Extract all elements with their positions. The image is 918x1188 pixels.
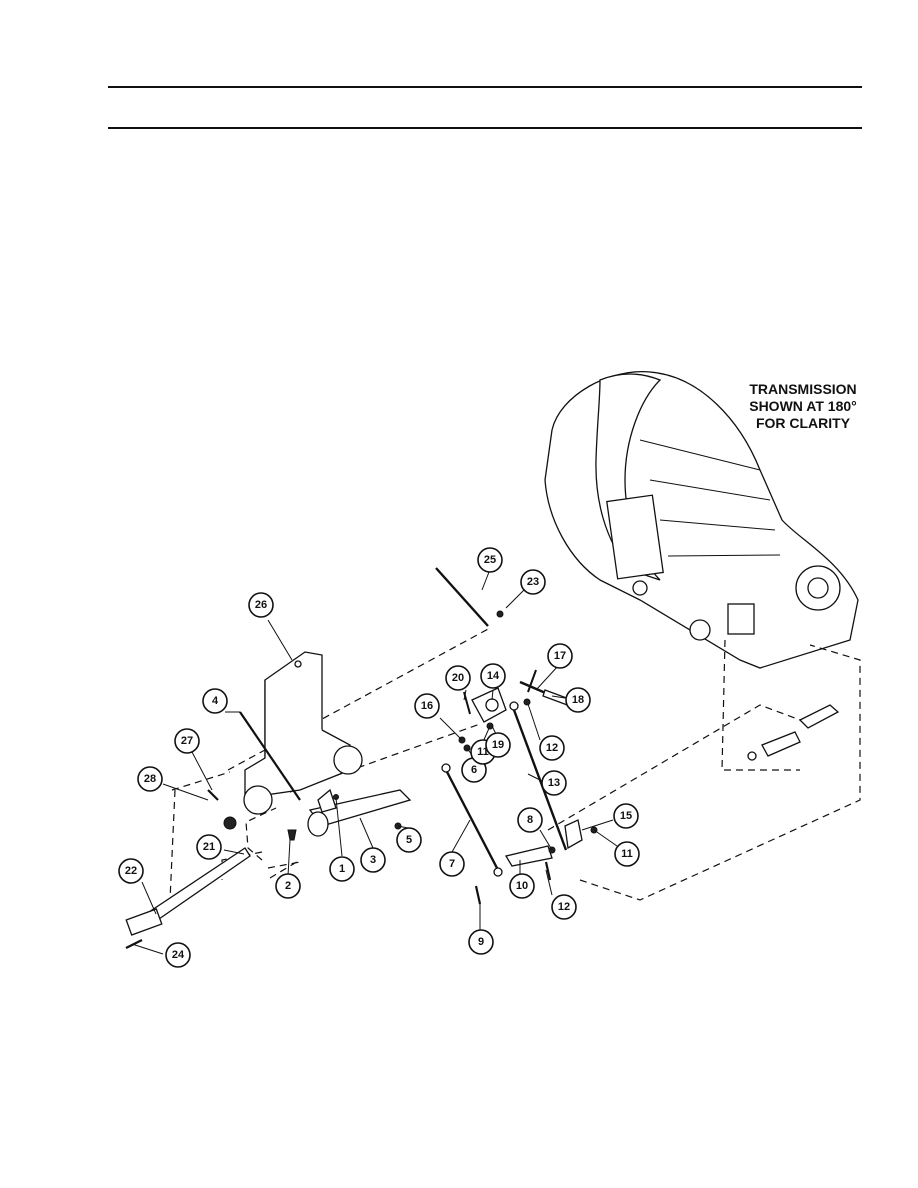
svg-text:23: 23 bbox=[527, 576, 539, 588]
transmission-housing bbox=[544, 370, 859, 669]
callout-26: 26 bbox=[248, 592, 274, 618]
callout-1: 1 bbox=[329, 856, 355, 882]
svg-text:12: 12 bbox=[546, 742, 558, 754]
transmission-note: TRANSMISSION SHOWN AT 180° FOR CLARITY bbox=[736, 381, 870, 432]
svg-text:1: 1 bbox=[339, 863, 345, 875]
svg-text:16: 16 bbox=[421, 700, 433, 712]
callout-7: 7 bbox=[439, 851, 465, 877]
linkage-parts bbox=[125, 567, 840, 949]
callout-16: 16 bbox=[414, 693, 440, 719]
callout-24: 24 bbox=[165, 942, 191, 968]
svg-text:14: 14 bbox=[487, 670, 500, 682]
callout-4: 4 bbox=[202, 688, 228, 714]
callout-10: 10 bbox=[509, 873, 535, 899]
svg-text:20: 20 bbox=[452, 672, 464, 684]
callout-23: 23 bbox=[520, 569, 546, 595]
callout-21: 21 bbox=[196, 834, 222, 860]
svg-text:22: 22 bbox=[125, 865, 137, 877]
callout-9: 9 bbox=[468, 929, 494, 955]
svg-text:10: 10 bbox=[516, 880, 528, 892]
svg-text:18: 18 bbox=[572, 694, 584, 706]
callout-22: 22 bbox=[118, 858, 144, 884]
svg-text:19: 19 bbox=[492, 739, 504, 751]
callout-14: 14 bbox=[480, 663, 506, 689]
callout-27: 27 bbox=[174, 728, 200, 754]
callout-12a: 12 bbox=[539, 735, 565, 761]
callout-25: 25 bbox=[477, 547, 503, 573]
callout-17: 17 bbox=[547, 643, 573, 669]
svg-text:6: 6 bbox=[471, 764, 477, 776]
svg-text:28: 28 bbox=[144, 773, 156, 785]
header-rule-bottom bbox=[108, 127, 862, 129]
svg-text:9: 9 bbox=[478, 936, 484, 948]
svg-text:11: 11 bbox=[477, 746, 489, 758]
svg-text:5: 5 bbox=[406, 834, 412, 846]
svg-text:21: 21 bbox=[203, 841, 215, 853]
svg-text:17: 17 bbox=[554, 650, 566, 662]
callout-5: 5 bbox=[396, 827, 422, 853]
note-line-3: FOR CLARITY bbox=[755, 415, 851, 431]
svg-text:12: 12 bbox=[558, 901, 570, 913]
svg-text:27: 27 bbox=[181, 735, 193, 747]
svg-text:13: 13 bbox=[548, 777, 560, 789]
svg-text:26: 26 bbox=[255, 599, 267, 611]
svg-text:8: 8 bbox=[527, 814, 533, 826]
callout-28: 28 bbox=[137, 766, 163, 792]
svg-text:11: 11 bbox=[621, 848, 633, 860]
callout-3: 3 bbox=[360, 847, 386, 873]
svg-text:15: 15 bbox=[620, 810, 632, 822]
callout-19: 19 bbox=[485, 732, 511, 758]
callout-15: 15 bbox=[613, 803, 639, 829]
callout-13: 13 bbox=[541, 770, 567, 796]
callout-2: 2 bbox=[275, 873, 301, 899]
callout-20: 20 bbox=[445, 665, 471, 691]
support-bracket bbox=[243, 651, 363, 815]
svg-text:25: 25 bbox=[484, 554, 496, 566]
callout-8: 8 bbox=[517, 807, 543, 833]
callout-12b: 12 bbox=[551, 894, 577, 920]
svg-text:24: 24 bbox=[172, 949, 185, 961]
note-line-1: TRANSMISSION bbox=[749, 381, 857, 397]
callout-leaders bbox=[131, 571, 618, 955]
header-rule-top bbox=[108, 86, 862, 88]
callout-18: 18 bbox=[565, 687, 591, 713]
svg-text:3: 3 bbox=[370, 854, 376, 866]
note-line-2: SHOWN AT 180° bbox=[749, 398, 857, 414]
callout-11b: 11 bbox=[614, 841, 640, 867]
svg-text:2: 2 bbox=[285, 880, 291, 892]
svg-text:7: 7 bbox=[449, 858, 455, 870]
svg-text:4: 4 bbox=[212, 695, 219, 707]
